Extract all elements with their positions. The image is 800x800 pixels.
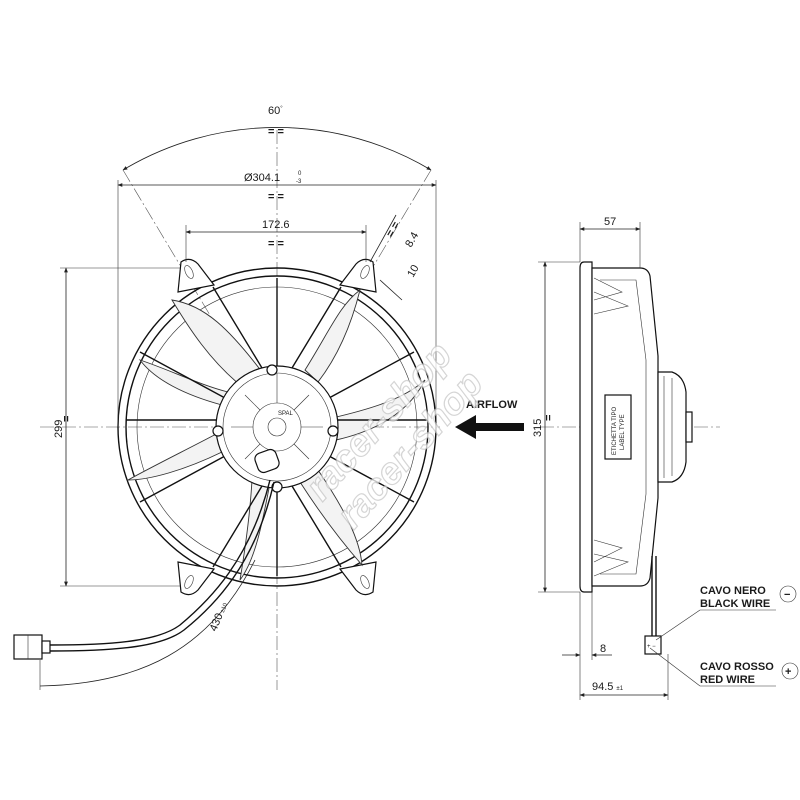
side-shroud-inner (600, 279, 647, 575)
slot-width-dimension: 8.4 (403, 230, 421, 249)
fan-blade (138, 359, 229, 406)
spoke (139, 351, 226, 399)
slot-length-dimension: 10 (405, 263, 422, 280)
fan-blade (126, 431, 223, 481)
red-wire-label-en: RED WIRE (700, 674, 755, 686)
side-view: ETICHETTA TIPO LABEL TYPE + − 57 315 = 8… (532, 216, 720, 700)
overall-depth-dimension: 94.5±1 (592, 681, 624, 693)
motor-rib (244, 443, 261, 460)
side-rib (593, 553, 629, 577)
diameter-tol-bottom: -3 (296, 179, 302, 185)
slot-length-dim-line (379, 279, 403, 301)
mount-slot-bottom-left (184, 575, 194, 589)
black-wire-leader (655, 609, 701, 641)
negative-symbol-circle (779, 585, 797, 603)
angle-sup: ° (280, 106, 283, 112)
black-wire-label-it: CAVO NERO (700, 585, 766, 597)
diameter-dimension: Ø304.1 (244, 172, 280, 184)
angle-value: 60 (268, 105, 280, 117)
fan-spokes (126, 278, 428, 576)
cable-length-dim-line (39, 559, 256, 687)
front-view: SPAL 60° = = Ø304.1 0 -3 = = 172.6 = = 8… (13, 105, 440, 690)
height-symmetry-mark: = (61, 416, 73, 422)
mount-spacing-dimension: 172.6 (262, 219, 290, 231)
side-rib (593, 277, 623, 301)
fan-inner-ring (125, 275, 429, 579)
diameter-symmetry-mark: = = (268, 191, 284, 203)
spoke (212, 286, 263, 369)
hub-screw-right (327, 425, 339, 437)
mount-slot-top-right (360, 265, 370, 279)
mount-slot-top-left (184, 265, 194, 279)
height-front-dimension: 299 (53, 420, 65, 438)
spoke (139, 455, 226, 503)
side-flange (579, 261, 593, 593)
overall-depth-value: 94.5 (592, 681, 613, 693)
wire-callouts: CAVO NERO BLACK WIRE − CAVO ROSSO RED WI… (649, 585, 799, 687)
fan-blade (299, 469, 363, 567)
airflow-indicator: AIRFLOW (455, 399, 524, 439)
mount-slot-bottom-right (360, 575, 370, 589)
mount-lug-bottom-left (177, 561, 216, 596)
side-height-symmetry-mark: = (543, 415, 555, 421)
motor-rib (293, 394, 310, 411)
hub-screw-left (212, 425, 224, 437)
red-wire-label-it: CAVO ROSSO (700, 661, 774, 673)
hub-screw-top (266, 364, 278, 376)
side-motor-cap (685, 411, 693, 443)
motor-hub: SPAL (212, 364, 339, 493)
spoke (328, 351, 415, 399)
black-wire-label-en: BLACK WIRE (700, 598, 770, 610)
label-plate-line2: LABEL TYPE (620, 414, 626, 450)
negative-icon: − (784, 589, 790, 601)
flange-dimension: 8 (600, 643, 606, 655)
diameter-tol-top: 0 (298, 171, 302, 177)
fan-blade (304, 288, 361, 383)
motor-rib (244, 394, 261, 411)
cable-grommet (254, 448, 280, 474)
power-cable-2 (49, 481, 275, 652)
fan-blade (171, 299, 263, 386)
depth-dimension: 57 (604, 216, 616, 228)
side-rib (593, 291, 629, 315)
side-rib (593, 539, 623, 563)
side-terminal (644, 635, 662, 655)
mount-symmetry-mark: = = (268, 238, 284, 250)
motor-shaft (267, 417, 287, 437)
connector-latch (41, 640, 51, 654)
hub-screw-bottom (271, 481, 283, 493)
angle-arc (122, 127, 432, 171)
mount-lug-bottom-right (338, 561, 377, 596)
label-plate (604, 394, 632, 460)
motor-rib (293, 443, 310, 460)
spoke (212, 485, 263, 568)
hub-logo: SPAL (278, 411, 294, 417)
airflow-label: AIRFLOW (466, 399, 518, 411)
cable-length-tol: ±10 (220, 602, 230, 614)
overall-depth-tol: ±1 (616, 686, 623, 692)
side-terminal-mark: + − (647, 644, 656, 650)
positive-symbol-circle (781, 662, 799, 680)
spoke (291, 485, 342, 568)
positive-icon: + (785, 666, 791, 678)
mount-lug-top-right (338, 258, 377, 293)
fan-blade (331, 379, 426, 441)
red-wire-leader (649, 647, 701, 687)
height-side-dimension: 315 (532, 419, 544, 437)
spoke (291, 286, 342, 369)
mount-lug-top-left (177, 258, 216, 293)
mounting-lugs (177, 258, 377, 596)
label-plate-line1: ETICHETTA TIPO (612, 407, 618, 455)
airflow-arrow-icon (455, 415, 524, 439)
power-cable (49, 479, 271, 646)
spoke (328, 455, 415, 503)
slot-width-symmetry-mark: = = (384, 220, 402, 240)
angle-dimension: 60° (268, 105, 283, 117)
slot-width-dim-line (369, 214, 397, 263)
cable-assembly (13, 479, 275, 660)
angle-symmetry-mark: = = (268, 126, 284, 138)
cable-length-value: 430 (208, 612, 226, 634)
